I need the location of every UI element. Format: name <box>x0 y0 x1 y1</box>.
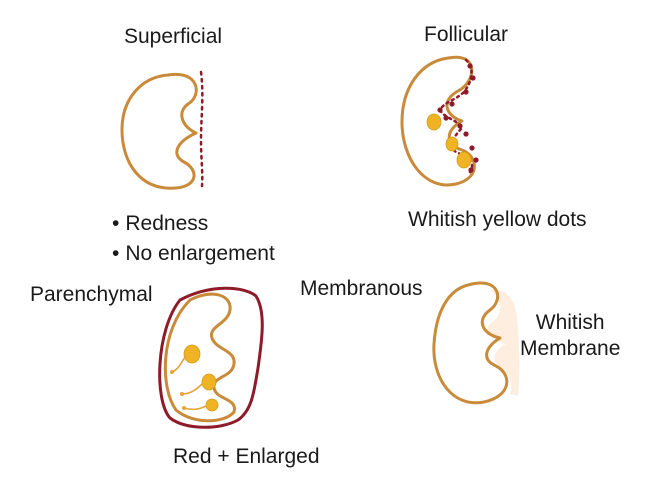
follicular-yellow-dots <box>427 114 471 168</box>
vessel-end <box>182 406 186 410</box>
vessel-line <box>182 384 202 394</box>
vessel-line <box>184 406 206 409</box>
follicular-caption: Whitish yellow dots <box>408 209 587 230</box>
membranous-caption-line: Whitish <box>520 310 620 336</box>
parenchymal-vessels <box>172 356 206 409</box>
superficial-redness-dotted-line <box>201 72 202 186</box>
red-dot <box>468 167 473 172</box>
superficial-tonsil <box>122 72 202 188</box>
yellow-dot <box>206 399 218 411</box>
superficial-bullet-list: Redness No enlargement <box>112 209 275 269</box>
superficial-bullet-item: Redness <box>112 209 275 239</box>
parenchymal-caption: Red + Enlarged <box>173 446 320 467</box>
vessel-end <box>180 392 184 396</box>
red-dot <box>443 115 448 120</box>
red-dot <box>469 145 474 150</box>
superficial-bullet-item: No enlargement <box>112 239 275 269</box>
red-dot <box>437 107 442 112</box>
superficial-title: Superficial <box>124 26 222 47</box>
parenchymal-title: Parenchymal <box>30 284 153 305</box>
red-dot <box>473 157 478 162</box>
parenchymal-tonsil <box>160 288 263 427</box>
yellow-dot <box>446 137 458 151</box>
parenchymal-yellow-dots <box>184 345 218 411</box>
membranous-title: Membranous <box>300 278 423 299</box>
membranous-caption: Whitish Membrane <box>520 310 620 362</box>
membranous-tonsil-outline <box>434 283 507 403</box>
follicular-tonsil <box>402 57 479 185</box>
follicular-title: Follicular <box>424 24 508 45</box>
yellow-dot <box>184 345 200 363</box>
yellow-dot <box>202 374 216 390</box>
membranous-caption-line: Membrane <box>520 336 620 362</box>
red-dot <box>463 131 468 136</box>
vessel-line <box>172 356 186 372</box>
parenchymal-tonsil-outline <box>165 294 234 421</box>
yellow-dot <box>457 152 471 168</box>
yellow-dot <box>427 114 441 130</box>
membranous-tonsil <box>434 283 519 403</box>
red-dot <box>457 123 462 128</box>
vessel-end <box>170 370 174 374</box>
red-dot <box>470 75 475 80</box>
superficial-tonsil-outline <box>122 74 196 188</box>
red-dot <box>467 63 472 68</box>
red-dot <box>449 101 454 106</box>
red-dot <box>463 89 468 94</box>
